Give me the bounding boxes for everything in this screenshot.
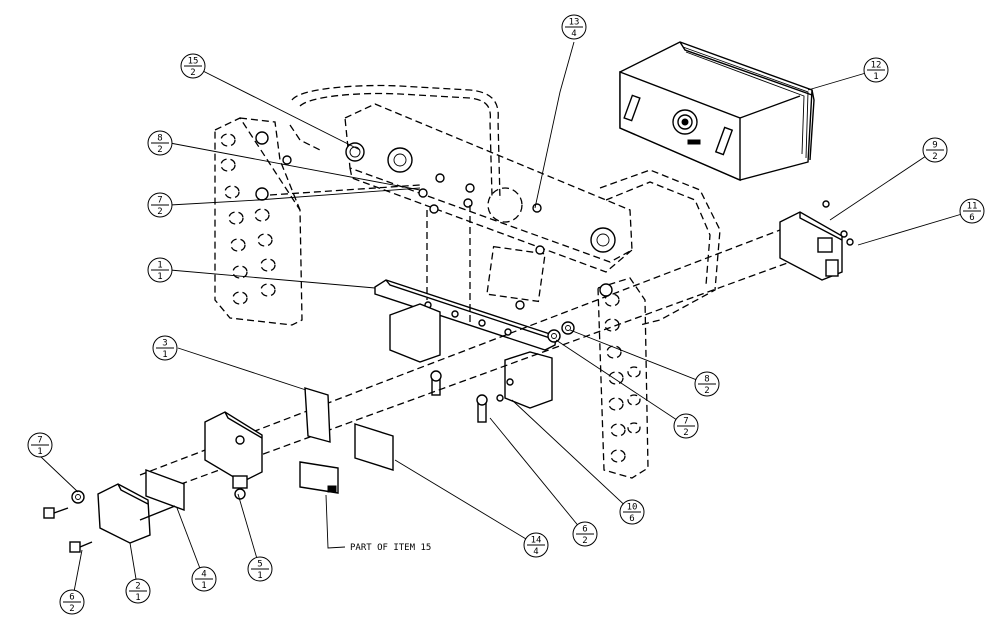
balloon-item-5: 51 bbox=[247, 556, 273, 582]
balloon-item-number: 11 bbox=[967, 202, 978, 212]
balloon-item-8: 82 bbox=[147, 130, 173, 156]
balloon-item-number: 2 bbox=[135, 582, 140, 592]
part-12-display-housing bbox=[619, 41, 815, 182]
balloon-quantity: 2 bbox=[157, 145, 162, 155]
balloon-item-number: 12 bbox=[871, 61, 882, 71]
balloon-item-number: 10 bbox=[627, 503, 638, 513]
balloon-quantity: 4 bbox=[571, 29, 576, 39]
balloon-item-6: 62 bbox=[572, 521, 598, 547]
balloon-item-1: 11 bbox=[147, 257, 173, 283]
balloon-quantity: 1 bbox=[157, 272, 162, 282]
frame-mount-knuckles bbox=[255, 131, 616, 253]
balloon-quantity: 1 bbox=[873, 72, 878, 82]
balloon-item-number: 4 bbox=[201, 570, 206, 580]
right-washers bbox=[547, 321, 575, 343]
balloon-quantity: 1 bbox=[37, 447, 42, 457]
balloon-quantity: 2 bbox=[683, 428, 688, 438]
balloon-item-number: 3 bbox=[162, 339, 167, 349]
part-2-lower-bracket bbox=[97, 468, 185, 544]
balloon-item-3: 31 bbox=[152, 335, 178, 361]
balloon-item-number: 7 bbox=[37, 436, 42, 446]
part-3-card bbox=[304, 387, 331, 443]
balloon-item-number: 13 bbox=[569, 18, 580, 28]
balloon-item-number: 5 bbox=[257, 560, 262, 570]
balloon-item-14: 144 bbox=[523, 532, 549, 558]
balloon-quantity: 1 bbox=[135, 593, 140, 603]
balloon-quantity: 6 bbox=[629, 514, 634, 524]
right-bracket-rail bbox=[597, 277, 649, 479]
balloon-item-7: 71 bbox=[27, 432, 53, 458]
item-balloons: 1341211528272921161131827271106621445141… bbox=[27, 14, 985, 615]
balloon-quantity: 4 bbox=[533, 547, 538, 557]
part-14-card bbox=[354, 423, 394, 471]
top-hardware bbox=[282, 155, 545, 310]
balloon-quantity: 2 bbox=[157, 207, 162, 217]
left-bracket-rail bbox=[214, 117, 303, 326]
balloon-item-6: 62 bbox=[59, 589, 85, 615]
balloon-quantity: 1 bbox=[257, 571, 262, 581]
balloon-item-number: 6 bbox=[69, 593, 74, 603]
balloon-quantity: 2 bbox=[190, 68, 195, 78]
upper-housing bbox=[289, 84, 501, 201]
balloon-item-7: 72 bbox=[147, 192, 173, 218]
balloon-quantity: 2 bbox=[704, 386, 709, 396]
balloon-quantity: 1 bbox=[162, 350, 167, 360]
balloon-item-10: 106 bbox=[619, 499, 645, 525]
balloon-quantity: 1 bbox=[201, 581, 206, 591]
part-of-item-note: PART OF ITEM 15 bbox=[350, 543, 431, 553]
balloon-item-7: 72 bbox=[673, 413, 699, 439]
balloon-item-number: 9 bbox=[932, 141, 937, 151]
balloon-item-number: 8 bbox=[704, 375, 709, 385]
part-5-sensor-unit bbox=[204, 411, 263, 500]
balloon-item-number: 7 bbox=[157, 196, 162, 206]
balloon-item-number: 1 bbox=[157, 261, 162, 271]
part-1-cross-bar bbox=[374, 279, 557, 423]
balloon-item-9: 92 bbox=[922, 137, 948, 163]
balloon-item-11: 116 bbox=[959, 198, 985, 224]
balloon-item-number: 7 bbox=[683, 417, 688, 427]
balloon-item-13: 134 bbox=[561, 14, 587, 40]
balloon-quantity: 2 bbox=[932, 152, 937, 162]
balloon-item-number: 8 bbox=[157, 134, 162, 144]
balloon-item-number: 6 bbox=[582, 525, 587, 535]
balloon-item-15: 152 bbox=[180, 53, 206, 79]
part-9-connector-block bbox=[779, 200, 854, 281]
balloon-item-4: 41 bbox=[191, 566, 217, 592]
balloon-quantity: 6 bbox=[969, 213, 974, 223]
balloon-quantity: 2 bbox=[69, 604, 74, 614]
left-fasteners bbox=[43, 378, 514, 553]
main-frame-plate bbox=[344, 103, 721, 326]
balloon-item-2: 21 bbox=[125, 578, 151, 604]
balloon-item-12: 121 bbox=[863, 57, 889, 83]
balloon-item-number: 14 bbox=[531, 536, 542, 546]
part-15-sub-card bbox=[299, 461, 339, 494]
balloon-item-8: 82 bbox=[694, 371, 720, 397]
balloon-item-number: 15 bbox=[188, 57, 199, 67]
balloon-quantity: 2 bbox=[582, 536, 587, 546]
